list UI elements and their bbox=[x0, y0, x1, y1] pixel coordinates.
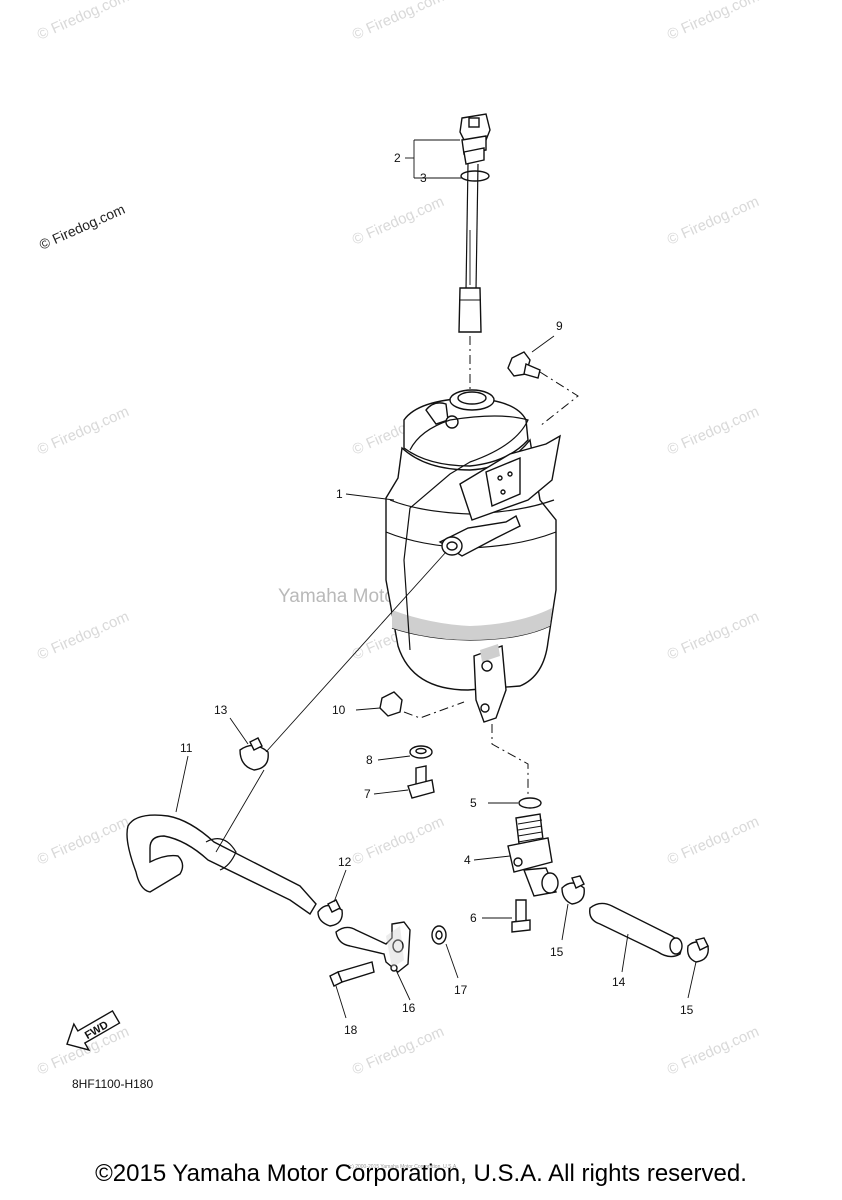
mount-hardware-left bbox=[355, 691, 465, 799]
callout-8: 8 bbox=[366, 753, 373, 767]
sender-unit bbox=[458, 113, 491, 333]
tiny-print: (c) 2000-2015 Yamaha Motor Corporation, … bbox=[348, 1164, 458, 1170]
watermark: © Firedog.com bbox=[665, 1023, 762, 1079]
callout-4: 4 bbox=[464, 853, 471, 867]
callout-7: 7 bbox=[364, 787, 371, 801]
leader-1 bbox=[345, 493, 395, 501]
watermark: © Firedog.com bbox=[35, 813, 132, 869]
pipe-16 bbox=[329, 921, 459, 1019]
watermark: © Firedog.com bbox=[665, 403, 762, 459]
callout-14: 14 bbox=[612, 975, 626, 989]
callouts: 1 2 3 4 5 6 7 8 9 10 11 12 13 14 15 15 1… bbox=[180, 151, 694, 1037]
callout-11: 11 bbox=[180, 741, 193, 755]
hose-14-assembly bbox=[561, 875, 709, 999]
watermark: © Firedog.com bbox=[665, 813, 762, 869]
callout-2: 2 bbox=[394, 151, 401, 165]
callout-9: 9 bbox=[556, 319, 563, 333]
hose-11 bbox=[126, 755, 317, 916]
clamp-12 bbox=[317, 869, 347, 927]
bolt-9 bbox=[507, 335, 579, 427]
watermark: © Firedog.com bbox=[350, 1023, 447, 1079]
callout-18: 18 bbox=[344, 1023, 358, 1037]
copyright-footer: ©2015 Yamaha Motor Corporation, U.S.A. A… bbox=[95, 1160, 747, 1187]
callout-3: 3 bbox=[420, 171, 427, 185]
leader-lines-upper bbox=[405, 139, 471, 392]
callout-15b: 15 bbox=[680, 1003, 694, 1017]
callout-1: 1 bbox=[336, 487, 343, 501]
callout-10: 10 bbox=[332, 703, 346, 717]
callout-15a: 15 bbox=[550, 945, 564, 959]
watermark: © Firedog.com bbox=[665, 608, 762, 664]
watermark: © Firedog.com bbox=[350, 193, 447, 249]
oil-tank bbox=[385, 389, 561, 723]
watermark: © Firedog.com bbox=[665, 0, 762, 44]
watermark: © Firedog.com bbox=[665, 193, 762, 249]
diagram-code: 8HF1100-H180 bbox=[72, 1077, 153, 1091]
watermark-dark: © Firedog.com bbox=[37, 201, 128, 253]
callout-12: 12 bbox=[338, 855, 352, 869]
watermark: © Firedog.com bbox=[350, 0, 447, 44]
mount-hardware-right bbox=[473, 724, 559, 933]
callout-5: 5 bbox=[470, 796, 477, 810]
watermark: © Firedog.com bbox=[35, 608, 132, 664]
callout-16: 16 bbox=[402, 1001, 416, 1015]
watermark: © Firedog.com bbox=[350, 813, 447, 869]
callout-13: 13 bbox=[214, 703, 228, 717]
clamp-13 bbox=[229, 551, 447, 771]
watermark: © Firedog.com bbox=[35, 403, 132, 459]
watermark: © Firedog.com bbox=[35, 0, 132, 44]
callout-6: 6 bbox=[470, 911, 477, 925]
callout-17: 17 bbox=[454, 983, 468, 997]
